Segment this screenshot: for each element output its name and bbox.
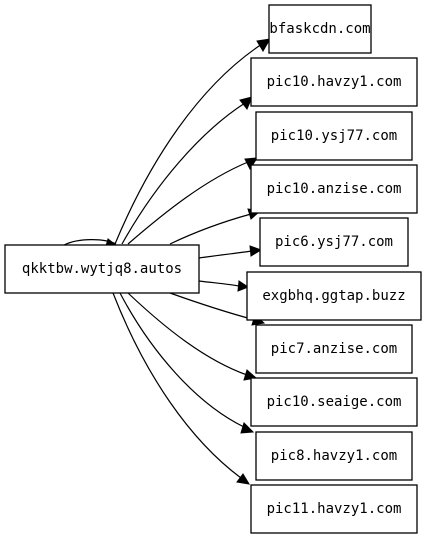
edge-to-pic11-havzy1: [112, 292, 242, 479]
edge-to-bfaskcdn-arrowhead: [256, 38, 271, 52]
node-target-label: pic11.havzy1.com: [267, 501, 402, 517]
edge-to-pic8-havzy1: [119, 292, 245, 428]
node-target-pic10-havzy1: pic10.havzy1.com: [250, 57, 418, 107]
edge-to-exgbhq: [198, 280, 240, 287]
node-target-pic10-seaige: pic10.seaige.com: [250, 377, 418, 427]
node-target-label: pic10.anzise.com: [267, 181, 402, 197]
edge-to-pic10-seaige: [127, 292, 248, 376]
edge-to-pic6-ysj77-arrowhead: [249, 245, 263, 257]
node-target-label: bfaskcdn.com: [269, 21, 370, 37]
edge-to-exgbhq-arrowhead: [237, 280, 250, 292]
edge-to-pic11-havzy1-arrowhead: [236, 473, 250, 485]
node-target-pic10-anzise: pic10.anzise.com: [250, 164, 418, 214]
edge-to-pic10-anzise: [169, 213, 252, 245]
node-target-pic7-anzise: pic7.anzise.com: [255, 324, 413, 374]
node-source: qkktbw.wytjq8.autos: [4, 244, 200, 294]
edge-to-bfaskcdn: [114, 43, 263, 245]
node-target-exgbhq: exgbhq.ggtap.buzz: [246, 271, 422, 321]
node-target-label: exgbhq.ggtap.buzz: [262, 288, 405, 304]
node-target-pic11-havzy1: pic11.havzy1.com: [250, 484, 418, 534]
node-target-pic8-havzy1: pic8.havzy1.com: [255, 431, 413, 481]
node-target-label: pic8.havzy1.com: [271, 448, 397, 464]
node-target-pic10-ysj77: pic10.ysj77.com: [255, 111, 413, 161]
node-target-label: pic10.havzy1.com: [267, 74, 402, 90]
edge-to-pic10-ysj77-arrowhead: [244, 157, 258, 171]
node-target-label: pic6.ysj77.com: [275, 234, 393, 250]
edge-to-pic6-ysj77: [198, 250, 253, 259]
node-target-bfaskcdn: bfaskcdn.com: [268, 4, 372, 54]
node-target-pic6-ysj77: pic6.ysj77.com: [259, 217, 409, 267]
node-target-label: pic10.ysj77.com: [271, 128, 397, 144]
edge-to-pic7-anzise: [169, 292, 256, 321]
edge-to-pic10-ysj77: [127, 161, 249, 245]
edge-to-pic8-havzy1-arrowhead: [240, 422, 255, 434]
node-target-label: pic7.anzise.com: [271, 341, 397, 357]
edge-to-pic10-havzy1: [121, 102, 246, 245]
node-source-label: qkktbw.wytjq8.autos: [22, 261, 182, 277]
edge-to-pic10-havzy1-arrowhead: [239, 96, 253, 110]
node-target-label: pic10.seaige.com: [267, 394, 402, 410]
